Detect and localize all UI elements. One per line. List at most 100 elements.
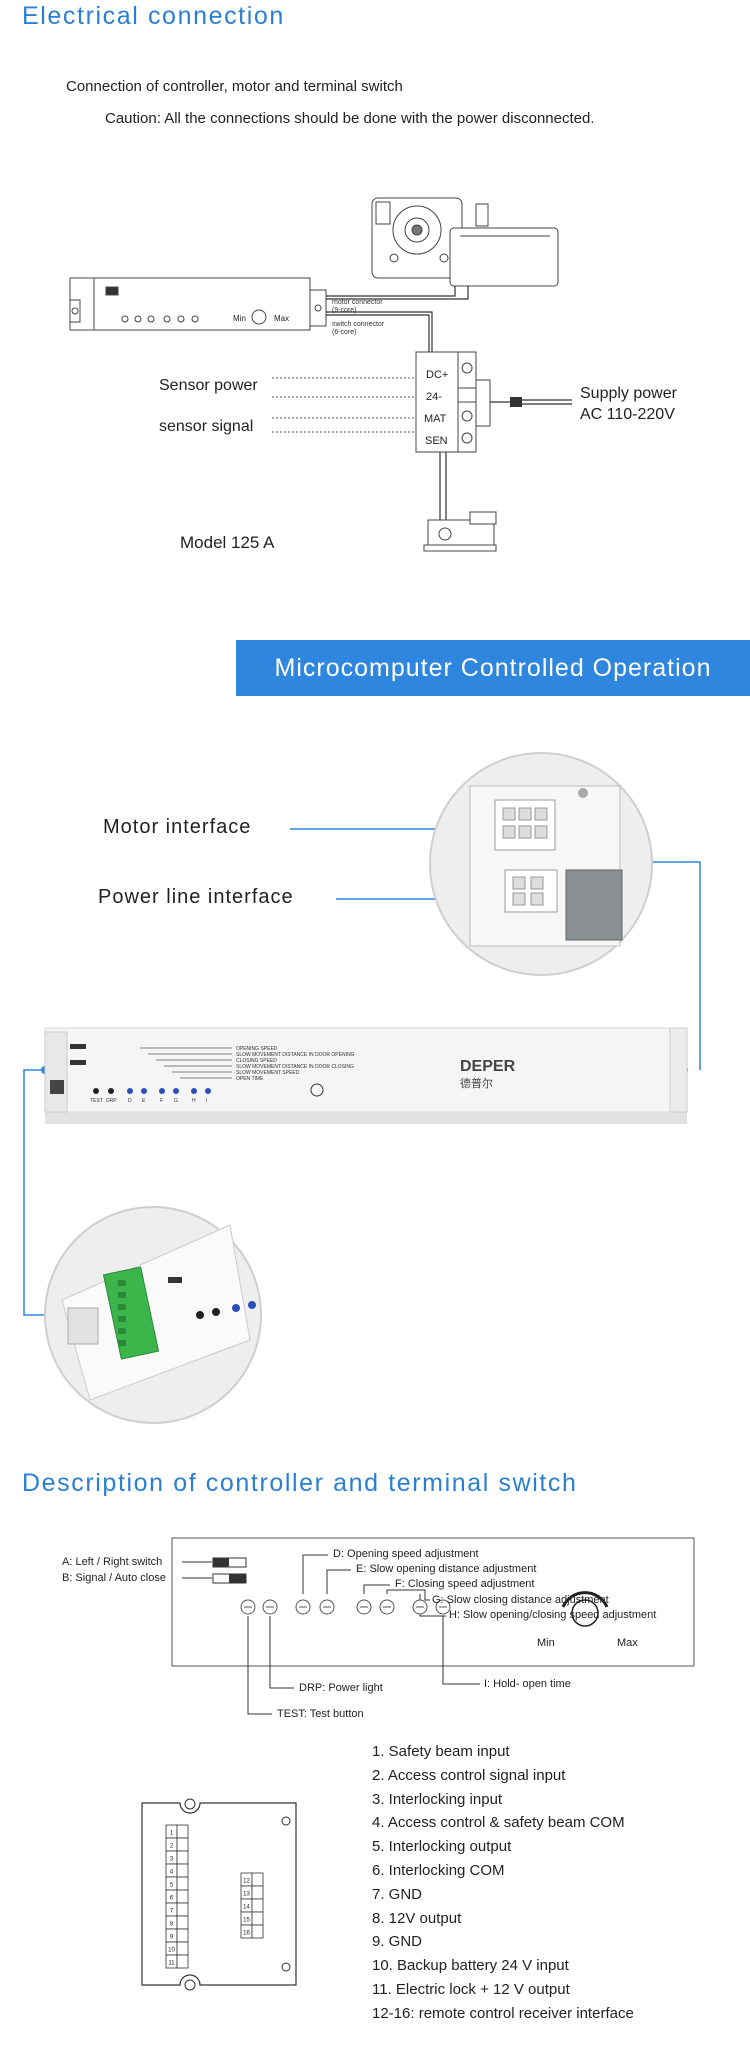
- right-terminal-screw: [251, 1872, 264, 1887]
- switch-b-label: B: Signal / Auto close: [62, 1572, 166, 1584]
- controller-panel-outline: [171, 1537, 695, 1667]
- label-d: D: Opening speed adjustment: [333, 1548, 479, 1560]
- right-terminal-screw: [251, 1924, 264, 1939]
- label-h: H: Slow opening/closing speed adjustment: [449, 1609, 657, 1621]
- left-terminal-screw: [176, 1876, 189, 1891]
- right-terminal-number: 16: [243, 1931, 250, 1937]
- left-terminal-screw: [176, 1889, 189, 1904]
- terminal-item-6: 6. Interlocking COM: [372, 1861, 505, 1879]
- power-line-interface-label: Power line interface: [98, 886, 294, 908]
- label-test: TEST: Test button: [277, 1708, 364, 1720]
- motor-interface-label: Motor interface: [103, 816, 252, 838]
- label-e: E: Slow opening distance adjustment: [356, 1563, 537, 1575]
- left-terminal-screw: [176, 1915, 189, 1930]
- right-terminal-number: 14: [243, 1905, 250, 1911]
- panel-btn-f: F: [160, 1098, 163, 1104]
- caution-text: Caution: All the connections should be d…: [105, 110, 595, 127]
- panel-btn-e: E: [142, 1098, 146, 1104]
- motor-illustration: [371, 197, 559, 287]
- controller-board: [44, 1027, 688, 1124]
- label-g: G: Slow closing distance adjustment: [432, 1594, 609, 1606]
- panel-btn-g: G: [174, 1098, 178, 1104]
- right-terminal-number: 13: [243, 1892, 250, 1898]
- terminal-sen: SEN: [425, 435, 448, 447]
- terminal-list: 1. Safety beam input 2. Access control s…: [372, 1740, 634, 2026]
- panel-btn-drp: DRP: [106, 1098, 117, 1104]
- connection-subtitle: Connection of controller, motor and term…: [66, 78, 403, 95]
- controller-max-label: Max: [274, 314, 289, 323]
- left-terminal-number: 3: [170, 1857, 174, 1863]
- terminal-24-minus: 24-: [426, 391, 442, 403]
- panel-line-5: SLOW MOVEMENT SPEED: [236, 1070, 300, 1076]
- panel-btn-h: H: [192, 1098, 196, 1104]
- panel-line-3: CLOSING SPEED: [236, 1058, 277, 1064]
- label-i: I: Hold- open time: [484, 1678, 571, 1690]
- terminal-item-8: 8. 12V output: [372, 1909, 462, 1927]
- terminal-item-10: 10. Backup battery 24 V input: [372, 1957, 569, 1975]
- supply-power-label: Supply power: [580, 385, 677, 402]
- panel-btn-d: D: [128, 1098, 132, 1104]
- terminal-item-4: 4. Access control & safety beam COM: [372, 1814, 625, 1832]
- terminal-item-2: 2. Access control signal input: [372, 1766, 566, 1784]
- description-title: Description of controller and terminal s…: [22, 1469, 578, 1497]
- supply-voltage-label: AC 110-220V: [580, 406, 675, 423]
- left-terminal-number: 9: [170, 1935, 174, 1941]
- sensor-power-label: Sensor power: [159, 377, 258, 394]
- right-terminal-screw: [251, 1898, 264, 1913]
- left-terminal-number: 7: [170, 1909, 174, 1915]
- left-terminal-screw: [176, 1837, 189, 1852]
- terminal-item-5: 5. Interlocking output: [372, 1838, 512, 1856]
- left-terminal-number: 11: [168, 1961, 175, 1967]
- left-terminal-screw: [176, 1954, 189, 1969]
- electrical-connection-title: Electrical connection: [22, 2, 285, 30]
- left-terminal-number: 6: [170, 1896, 174, 1902]
- controller-min-label: Min: [233, 314, 246, 323]
- panel-btn-test: TEST: [90, 1098, 103, 1104]
- panel-line-6: OPEN TIME: [236, 1076, 264, 1082]
- right-terminal-number: 12: [243, 1879, 250, 1885]
- wiring-diagram: Min Max motor connector (9-core) switch …: [69, 197, 572, 552]
- knob-max-label: Max: [617, 1637, 638, 1649]
- terminal-dc-plus: DC+: [426, 369, 448, 381]
- label-f: F: Closing speed adjustment: [395, 1578, 535, 1590]
- controller-illustration: [69, 277, 327, 331]
- terminal-item-7: 7. GND: [372, 1885, 423, 1903]
- left-terminal-number: 4: [170, 1870, 174, 1876]
- right-terminal-screw: [251, 1885, 264, 1900]
- right-terminal-number: 15: [243, 1918, 250, 1924]
- controller-description-diagram: [171, 1537, 695, 1715]
- switch-a-label: A: Left / Right switch: [62, 1556, 163, 1568]
- terminal-item-11: 11. Electric lock + 12 V output: [372, 1980, 570, 1998]
- switch-connector-core: (6-core): [332, 329, 357, 336]
- panel-btn-i: I: [206, 1098, 207, 1104]
- panel-line-4: SLOW MOVEMENT DISTANCE IN DOOR CLOSING: [236, 1064, 354, 1070]
- left-terminal-number: 10: [168, 1948, 175, 1954]
- brand-logo: DEPER: [460, 1058, 516, 1075]
- interface-diagram: OPENING SPEED SLOW MOVEMENT DISTANCE IN …: [23, 752, 701, 1424]
- left-terminal-number: 5: [170, 1883, 174, 1889]
- terminal-mat: MAT: [424, 413, 447, 425]
- microcomputer-banner: Microcomputer Controlled Operation: [236, 640, 750, 696]
- left-terminal-screw: [176, 1928, 189, 1943]
- terminal-item-9: 9. GND: [372, 1933, 423, 1951]
- terminal-zoom: [44, 1206, 262, 1424]
- sensor-illustration: [423, 511, 497, 552]
- terminal-item-3: 3. Interlocking input: [372, 1790, 503, 1808]
- left-terminal-screw: [176, 1863, 189, 1878]
- panel-line-1: OPENING SPEED: [236, 1046, 278, 1052]
- left-terminal-screw: [176, 1902, 189, 1917]
- knob-min-label: Min: [537, 1637, 555, 1649]
- terminal-block: [415, 351, 491, 453]
- model-label: Model 125 A: [180, 533, 275, 552]
- left-terminal-screw: [176, 1941, 189, 1956]
- left-terminal-number: 8: [170, 1922, 174, 1928]
- sensor-signal-label: sensor signal: [159, 418, 254, 435]
- left-terminal-number: 2: [170, 1844, 174, 1850]
- supply-plug: [510, 397, 522, 407]
- terminal-item-12: 12-16: remote control receiver interface: [372, 2004, 634, 2022]
- left-terminal-number: 1: [170, 1831, 174, 1837]
- motor-connector-label: motor connector: [332, 299, 383, 306]
- brand-logo-cn: 德普尔: [460, 1076, 493, 1090]
- left-terminal-screw: [176, 1850, 189, 1865]
